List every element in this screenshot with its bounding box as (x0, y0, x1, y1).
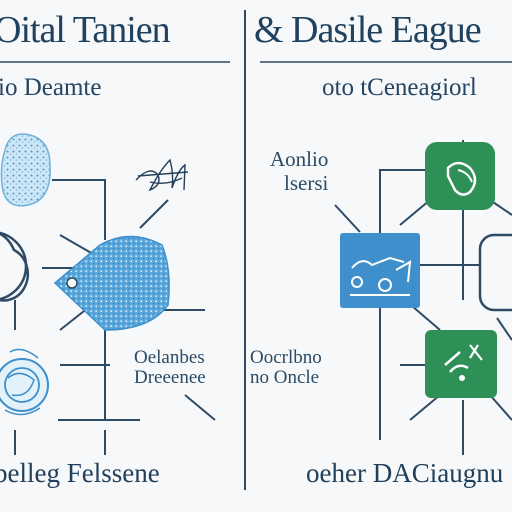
texture-blob-icon (0, 133, 51, 207)
bracket-node (478, 233, 512, 312)
process-icon (340, 233, 420, 308)
tag-icon (53, 235, 170, 331)
tools-icon (425, 330, 497, 398)
ring-node (0, 231, 30, 302)
left-caption-line2: Dreeenee (134, 367, 206, 388)
globe-icon (0, 348, 49, 416)
right-title: & Dasile Eague (254, 9, 482, 51)
left-bottom-label: belleg Felssene (0, 458, 160, 488)
right-annotation-line1: Aonlio (270, 147, 329, 171)
left-caption-line1: Oelanbes (134, 347, 205, 368)
right-caption-line1: Oocrlbno (250, 347, 322, 368)
right-subtitle: oto tCeneagiorl (322, 74, 477, 101)
hand-icon (425, 142, 495, 210)
right-caption: Oocrlbno no Oncle (250, 348, 322, 388)
right-annotation: Aonlio lsersi (270, 147, 328, 195)
right-annotation-line2: lsersi (284, 171, 329, 195)
right-caption-line2: no Oncle (250, 367, 320, 388)
left-title: Oital Tanien (0, 9, 171, 51)
right-bottom-label: oeher DACiaugnu (306, 458, 504, 488)
handwriting-icon (135, 158, 189, 192)
left-subtitle: io Deamte (0, 74, 102, 101)
left-caption: Oelanbes Dreeenee (134, 348, 206, 388)
